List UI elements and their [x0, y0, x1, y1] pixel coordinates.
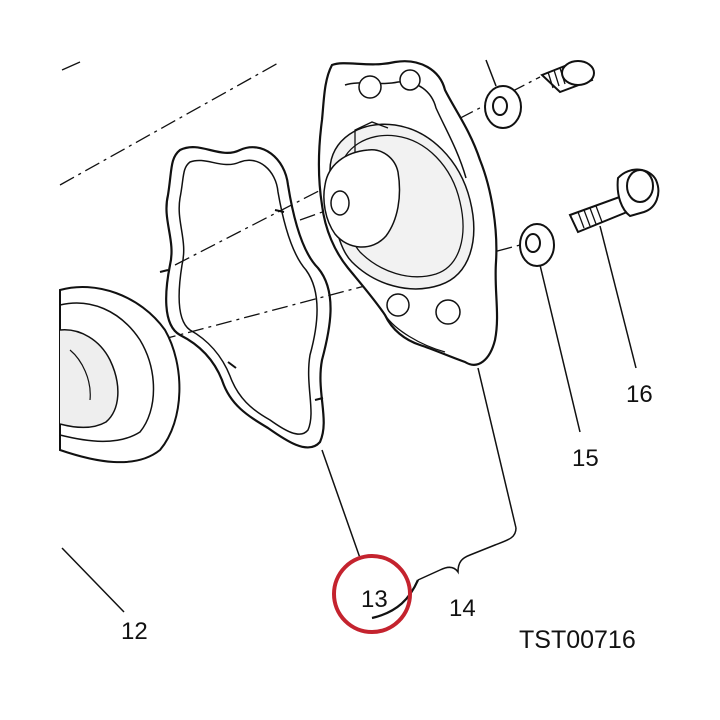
part-12-cylinder	[59, 286, 181, 464]
top-left-dash	[61, 61, 81, 71]
part-15-washers	[484, 85, 555, 267]
callout-14: 14	[449, 595, 476, 622]
callout-13: 13	[361, 586, 388, 613]
reference-code: TST00716	[519, 626, 636, 654]
callout-15: 15	[572, 445, 599, 472]
highlight-circle	[332, 554, 412, 634]
callout-12: 12	[121, 618, 148, 645]
part-16-bolts	[540, 60, 660, 234]
callout-16: 16	[626, 381, 653, 408]
part-14-housing	[317, 60, 499, 366]
part-13-gasket	[159, 146, 332, 449]
bracket-14-tail	[371, 579, 420, 620]
leader-lines	[61, 59, 637, 613]
